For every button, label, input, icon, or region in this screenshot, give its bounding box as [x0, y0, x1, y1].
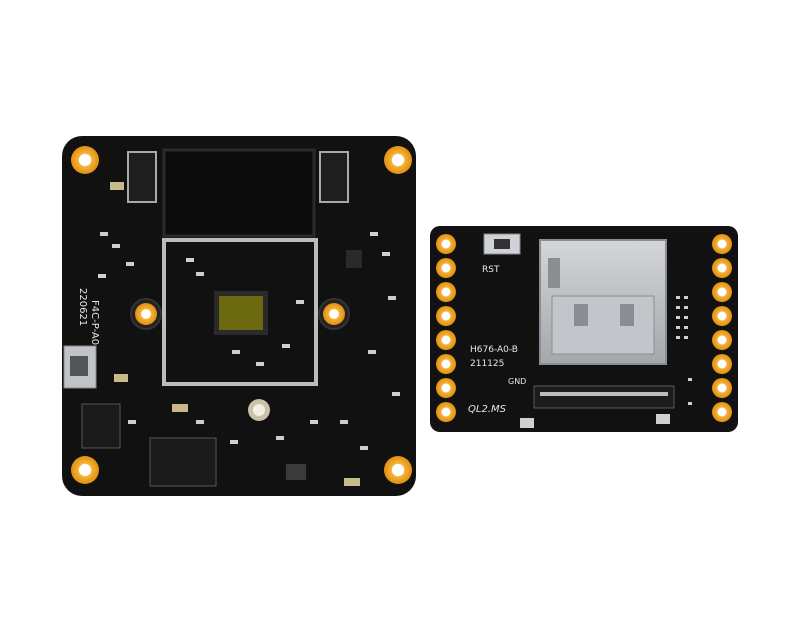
sd-board-edge-pads: [436, 234, 732, 422]
ribbon-connector: [533, 385, 675, 409]
sensor-frame: [162, 238, 318, 386]
main-board-date-label: 220621: [77, 288, 88, 326]
main-board-mounting-holes: [71, 146, 412, 484]
sd-board: RST H676-A0-B 211125 GND QL2.MS: [430, 226, 738, 432]
main-board-model-label: F4C-P-A0: [89, 300, 100, 345]
sd-board-date-label: 211125: [470, 359, 504, 369]
reset-button-label: RST: [482, 265, 500, 275]
main-board: F4C-P-A0 220621: [62, 136, 416, 496]
sd-board-gnd-label: GND: [508, 377, 526, 386]
sd-board-model-label: H676-A0-B: [470, 345, 518, 355]
soc-shield: [162, 148, 316, 238]
sd-board-mark-label: QL2.MS: [468, 404, 507, 415]
